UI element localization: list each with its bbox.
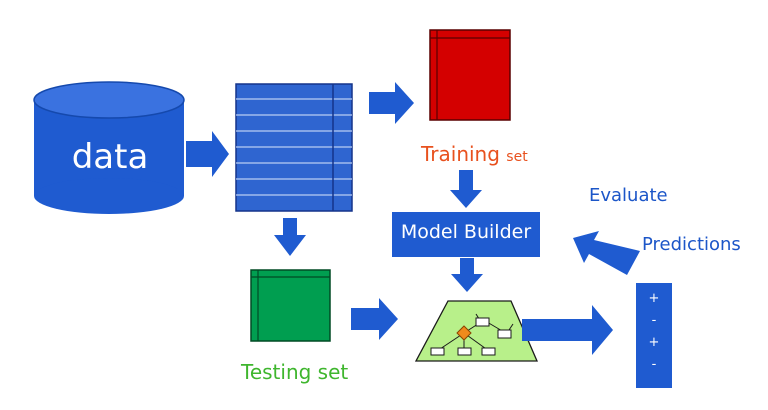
arrow-training-to-model [450,170,482,208]
testing-set-label: Testing set [241,360,349,384]
model-builder-label: Model Builder [400,221,532,243]
predictions-column [636,283,672,388]
prediction-value: + [648,335,660,350]
arrow-table-to-testing [274,218,306,256]
testing-set-table [250,269,331,342]
training-label-main: Training [421,142,500,166]
data-label: data [71,137,149,177]
prediction-value: - [651,313,657,328]
arrow-table-to-training [369,82,414,124]
arrow-data-to-table [186,131,229,177]
model-builder-box [392,212,540,257]
prediction-value: + [648,291,660,306]
predictions-label: Predictions [642,234,741,255]
arrow-evaluate-to-model [573,231,640,275]
data-cylinder [33,81,185,214]
prediction-value: - [651,357,657,372]
training-set-table [429,29,511,121]
arrow-testing-to-tree [351,298,398,340]
data-table [235,83,353,212]
training-set-label: Training set [421,144,528,164]
arrow-tree-to-predictions [522,305,613,355]
evaluate-label: Evaluate [589,185,668,206]
decision-tree-model [414,300,538,362]
arrow-model-to-tree [451,258,483,292]
training-label-suffix: set [506,149,528,165]
